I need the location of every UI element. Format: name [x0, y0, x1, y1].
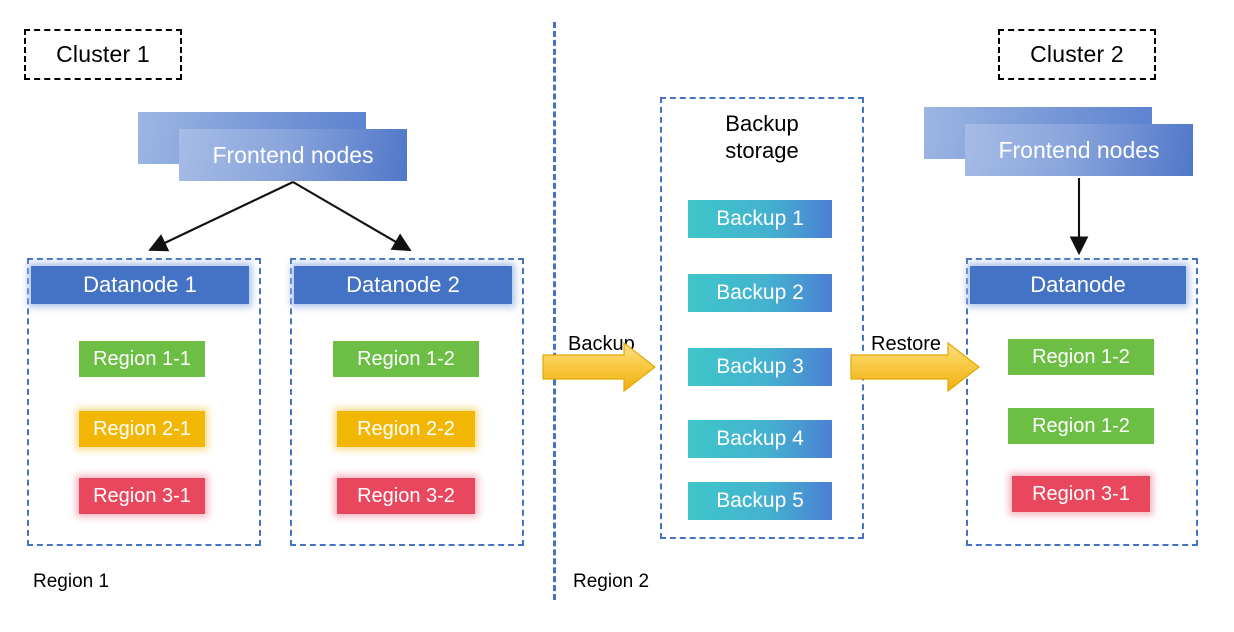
cluster-1-label-chip: Cluster 1 — [24, 29, 182, 80]
datanode-2-header: Datanode 2 — [294, 266, 512, 304]
region-1-caption: Region 1 — [33, 571, 110, 592]
region-divider-line — [553, 22, 556, 600]
backup-storage-container — [660, 97, 864, 539]
region-chip-label: Region 3-2 — [357, 484, 455, 507]
frontend-nodes-front-layer: Frontend nodes — [179, 129, 407, 181]
backup-item-label: Backup 5 — [716, 489, 804, 512]
region-chip-label: Region 3-1 — [93, 484, 191, 507]
region-chip: Region 3-1 — [1012, 476, 1150, 512]
frontend-nodes-front-layer: Frontend nodes — [965, 124, 1193, 176]
cluster-2-label-text: Cluster 2 — [1030, 41, 1124, 67]
restore-flow-label: Restore — [871, 333, 942, 355]
region-2-caption: Region 2 — [573, 571, 650, 592]
region-chip: Region 3-2 — [337, 478, 475, 514]
region-chip-label: Region 2-2 — [357, 417, 455, 440]
region-chip: Region 1-2 — [1008, 408, 1154, 444]
frontend-to-datanode-2-arrow — [292, 181, 412, 252]
backup-item: Backup 3 — [688, 348, 832, 386]
cluster-2-label-chip: Cluster 2 — [998, 29, 1156, 80]
region-chip: Region 2-2 — [337, 411, 475, 447]
region-chip: Region 1-2 — [333, 341, 479, 377]
backup-storage-title: Backup storage — [725, 111, 799, 164]
frontend-nodes-label: Frontend nodes — [212, 141, 374, 168]
region-chip-label: Region 3-1 — [1032, 482, 1130, 505]
region-chip: Region 3-1 — [79, 478, 205, 514]
backup-item-label: Backup 4 — [716, 427, 804, 450]
backup-item: Backup 4 — [688, 420, 832, 458]
cluster-2-frontend-nodes: Frontend nodes — [924, 107, 1193, 176]
frontend-nodes-label: Frontend nodes — [998, 136, 1160, 163]
backup-item: Backup 2 — [688, 274, 832, 312]
frontend-to-datanode-1-arrow — [148, 181, 294, 252]
backup-item-label: Backup 1 — [716, 207, 804, 230]
region-chip-label: Region 1-2 — [1032, 414, 1130, 437]
backup-item: Backup 1 — [688, 200, 832, 238]
cluster-2-datanode-header: Datanode — [970, 266, 1186, 304]
region-chip-label: Region 1-2 — [357, 347, 455, 370]
region-chip: Region 1-2 — [1008, 339, 1154, 375]
backup-item-label: Backup 2 — [716, 281, 804, 304]
backup-item: Backup 5 — [688, 482, 832, 520]
region-chip-label: Region 1-2 — [1032, 345, 1130, 368]
region-chip: Region 2-1 — [79, 411, 205, 447]
datanode-1-header-label: Datanode 1 — [83, 272, 197, 297]
datanode-1-header: Datanode 1 — [31, 266, 249, 304]
backup-flow-label: Backup — [568, 333, 635, 355]
cluster-1-frontend-nodes: Frontend nodes — [138, 112, 407, 181]
region-chip-label: Region 2-1 — [93, 417, 191, 440]
region-chip: Region 1-1 — [79, 341, 205, 377]
cluster-2-datanode-header-label: Datanode — [1030, 272, 1126, 297]
datanode-2-header-label: Datanode 2 — [346, 272, 460, 297]
cluster-1-label-text: Cluster 1 — [56, 41, 150, 67]
region-chip-label: Region 1-1 — [93, 347, 191, 370]
backup-item-label: Backup 3 — [716, 355, 804, 378]
